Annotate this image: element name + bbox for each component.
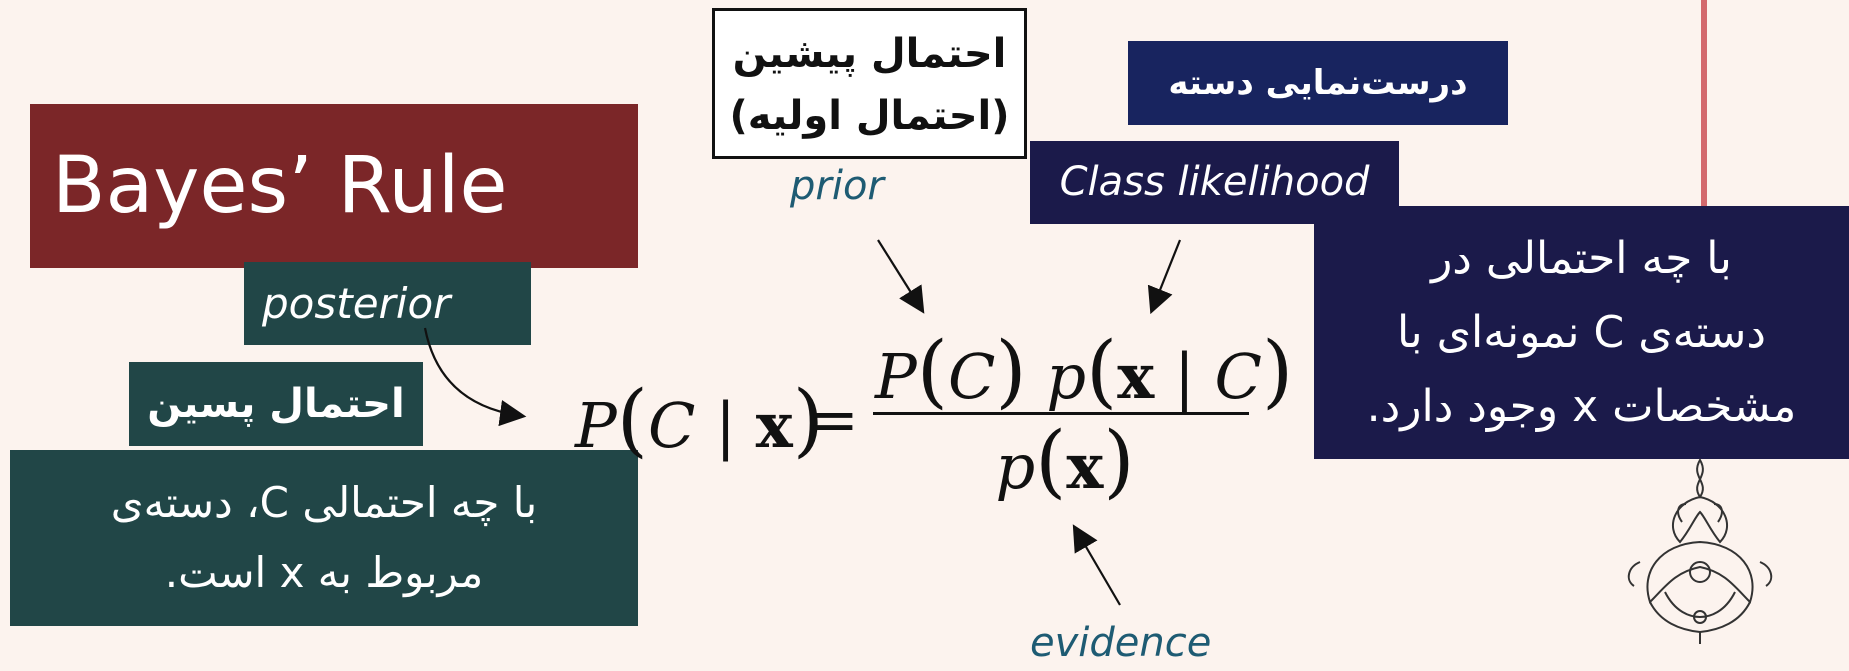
prior-persian-box: احتمال پیشین (احتمال اولیه)	[712, 8, 1027, 159]
denominator-open-paren: (	[1035, 414, 1067, 507]
formula-open-paren: (	[616, 373, 648, 466]
numerator-p: p	[1046, 340, 1087, 413]
likelihood-description-line3: مشخصات x وجود دارد.	[1366, 381, 1797, 432]
likelihood-description: با چه احتمالی در دسته‌ی C نمونه‌ای با مش…	[1314, 206, 1849, 459]
formula-lhs: P(C | x)	[575, 370, 824, 476]
formula-numerator: P(C) p(x | C)	[875, 328, 1293, 420]
denominator-close-paren: )	[1103, 414, 1135, 507]
numerator-bar: |	[1173, 340, 1195, 413]
formula-equals: =	[807, 383, 859, 456]
numerator-C: C	[947, 340, 996, 413]
evidence-arrow	[1072, 524, 1121, 606]
likelihood-description-line2: دسته‌ی C نمونه‌ای با	[1396, 307, 1767, 358]
denominator-p: p	[995, 430, 1036, 503]
likelihood-arrow	[1147, 239, 1182, 315]
numerator-open-paren-2: (	[1086, 324, 1118, 417]
formula-C: C	[647, 389, 696, 462]
denominator-x: x	[1066, 430, 1104, 503]
posterior-arrow	[423, 327, 527, 427]
slide-title: Bayes’ Rule	[30, 104, 638, 268]
posterior-persian-label: احتمال پسین	[129, 362, 423, 446]
formula-denominator: p(x)	[875, 418, 1255, 510]
numerator-close-paren-1: )	[995, 324, 1027, 417]
posterior-description: با چه احتمالی C، دسته‌ی مربوط به x است.	[10, 450, 638, 626]
likelihood-persian-label: درست‌نمایی دسته	[1128, 41, 1508, 125]
formula-x: x	[755, 389, 793, 462]
posterior-label: posterior	[244, 262, 531, 345]
prior-arrow	[877, 239, 925, 314]
likelihood-label: Class likelihood	[1030, 141, 1399, 224]
decorative-vertical-line	[1701, 0, 1707, 208]
likelihood-description-line1: با چه احتمالی در	[1431, 233, 1732, 284]
fraction-bar	[873, 412, 1249, 415]
numerator-C2: C	[1214, 340, 1262, 413]
evidence-label: evidence	[1030, 620, 1212, 666]
posterior-description-line1: با چه احتمالی C، دسته‌ی	[110, 478, 538, 527]
prior-persian-line1: احتمال پیشین	[732, 31, 1007, 77]
posterior-description-line2: مربوط به x است.	[164, 548, 484, 597]
formula-bar: |	[715, 389, 736, 462]
ornament-icon	[1627, 458, 1773, 644]
numerator-P: P	[875, 340, 917, 413]
formula-close-paren: )	[792, 373, 824, 466]
numerator-open-paren-1: (	[916, 324, 948, 417]
numerator-close-paren-2: )	[1262, 324, 1294, 417]
prior-label: prior	[790, 163, 884, 209]
formula-P: P	[575, 389, 617, 462]
numerator-x: x	[1117, 340, 1155, 413]
prior-persian-line2: (احتمال اولیه)	[729, 93, 1010, 139]
